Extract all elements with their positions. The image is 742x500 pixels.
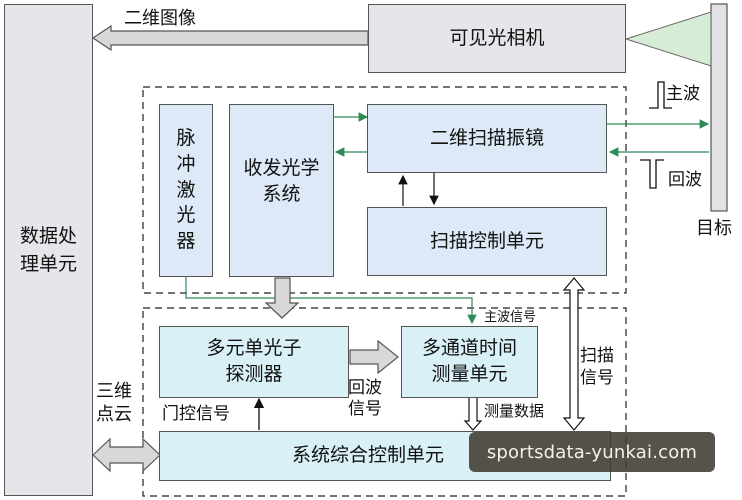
return-wave-pulse-icon [640,159,664,189]
optics-to-detector-arrow [264,277,300,319]
visible-camera-box: 可见光相机 [368,4,626,73]
point-cloud-arrow [92,437,161,473]
image-2d-arrow [91,24,369,52]
data-processing-label: 数据处理单元 [19,224,77,276]
target-label: 目标 [696,218,732,239]
gate-signal-label: 门控信号 [162,404,230,424]
data-processing-unit: 数据处理单元 [4,4,93,496]
main-wave-label: 主波 [666,84,700,104]
camera-view-cone [624,11,712,67]
main-wave-pulse-icon [649,81,672,109]
image-2d-label: 二维图像 [124,8,196,29]
scan-mirror-box: 二维扫描振镜 [367,104,607,173]
watermark: sportsdata-yunkai.com [469,432,715,472]
measure-data-label: 测量数据 [484,402,545,420]
point-cloud-label: 三维点云 [96,381,132,426]
main-wave-signal-label: 主波信号 [484,310,537,325]
target-bar [710,3,728,212]
return-signal-label: 回波信号 [348,378,382,420]
detector-to-tdc-arrow [349,339,399,375]
tx-rx-optics-box: 收发光学系统 [229,104,334,277]
multi-tdc-box: 多通道时间测量单元 [401,326,538,398]
scan-signal-label: 扫描信号 [580,346,614,389]
multi-spad-box: 多元单光子探测器 [159,326,349,398]
optics-group-border [142,86,627,294]
return-wave-label: 回波 [668,170,702,190]
pulse-laser-box: 脉冲激光器 [159,104,213,277]
scan-signal-arrow [562,277,586,431]
scan-control-box: 扫描控制单元 [367,207,607,276]
detection-group-border [142,307,627,497]
